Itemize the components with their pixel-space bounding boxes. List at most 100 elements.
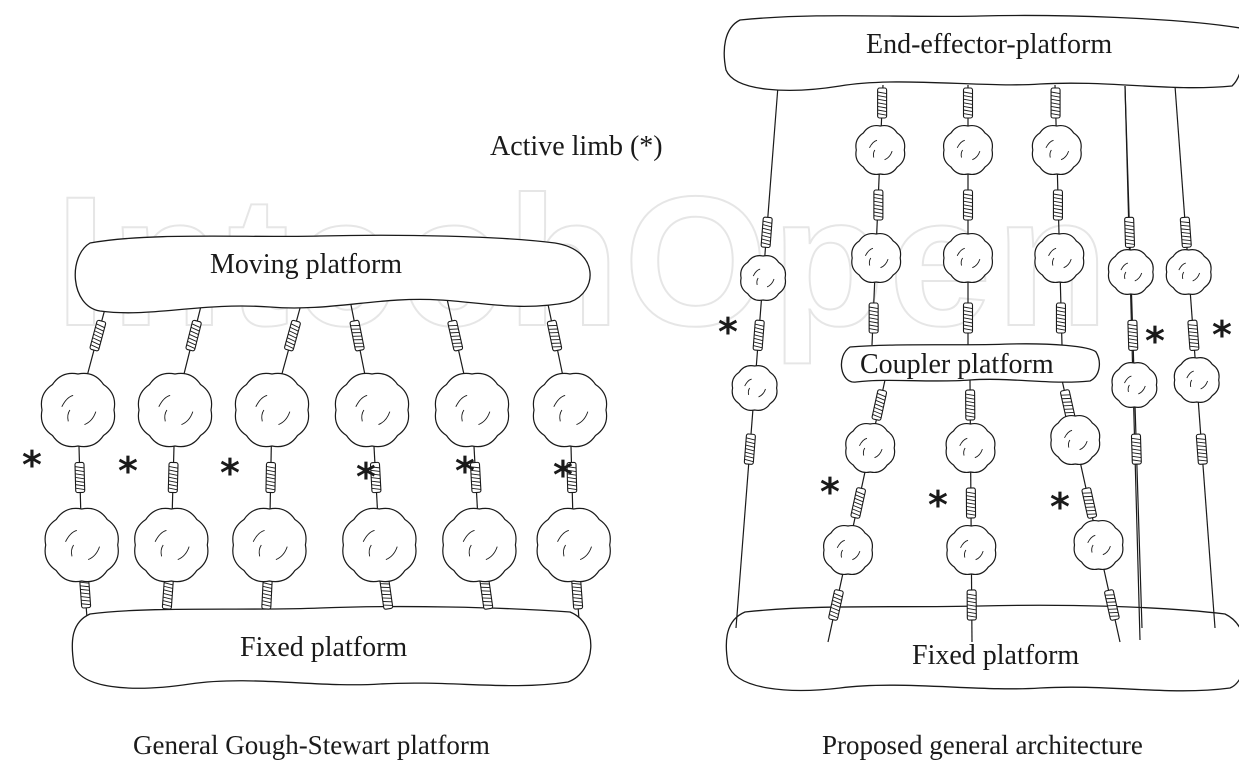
right-inner-2-mid-spring (962, 189, 974, 221)
moving-platform-label: Moving platform (210, 249, 402, 280)
left-limb-5-lower-joint (442, 507, 517, 583)
right-inner-3-active-marker: * (1050, 485, 1070, 529)
right-inner-1-lower-bottom-spring (828, 589, 844, 621)
left-limb-5-lower-spring (479, 578, 494, 610)
right-outer-1-joint-a (740, 255, 787, 301)
right-outer-3-joint-a (1165, 249, 1212, 295)
left-limb-1-lower-joint (44, 507, 119, 583)
left-limb-3-active-marker: * (220, 451, 240, 495)
fixed-platform-label-right: Fixed platform (912, 640, 1079, 671)
left-limb-5-active-actuator (469, 461, 482, 494)
fixed-platform-shape-right (725, 604, 1239, 692)
right-inner-2-lower-bottom-spring (966, 589, 977, 621)
right-outer-1-link (735, 85, 779, 629)
right-diagram-caption: Proposed general architecture (822, 730, 1143, 760)
left-limb-4-lower-spring (379, 578, 394, 610)
left-limb-6-upper-spring (546, 319, 563, 352)
left-limb-6-active-marker: * (553, 453, 573, 497)
right-outer-2-active-actuator (1127, 319, 1139, 351)
right-outer-2-joint-b (1111, 362, 1158, 408)
right-outer-3-joint-b (1173, 357, 1220, 403)
right-inner-1-top-spring (877, 87, 888, 119)
right-inner-2-active-marker: * (928, 483, 948, 527)
right-outer-1-upper-spring (760, 216, 773, 249)
right-inner-1-low-spring (868, 302, 879, 334)
right-outer-3-lower-spring (1195, 433, 1208, 465)
right-outer-1-lower-spring (743, 433, 756, 465)
left-limb-6-upper-joint (532, 372, 608, 448)
left-limb-2-active-marker: * (118, 449, 138, 493)
left-limb-2-upper-joint (137, 372, 213, 448)
right-outer-2-joint-a (1107, 249, 1154, 295)
coupler-platform-label: Coupler platform (860, 349, 1054, 380)
left-diagram: * * * * * * Moving platform Fixed platform Ge… (22, 234, 611, 760)
left-limb-5-upper-spring (447, 319, 464, 352)
right-outer-1-active-actuator (752, 319, 765, 352)
right-inner-2-active-actuator (965, 487, 977, 519)
right-inner-2-upper-joint-a (943, 125, 993, 175)
left-limb-1-upper-joint (40, 372, 116, 448)
right-inner-2-lower-joint-b (946, 525, 997, 575)
right-inner-1-lower-joint-b (823, 525, 873, 575)
right-inner-3-lower-bottom-spring (1104, 589, 1120, 621)
right-inner-1-active-actuator (850, 487, 866, 519)
right-outer-2-lower-spring (1130, 433, 1142, 465)
right-inner-1-lower-top-spring (871, 389, 888, 421)
right-inner-3-lower-joint-b (1073, 520, 1124, 570)
right-inner-1-active-marker: * (820, 470, 840, 514)
left-limb-2-active-actuator (167, 461, 179, 494)
right-outer-3-link (1174, 85, 1216, 629)
left-limb-1-active-marker: * (22, 443, 42, 487)
right-inner-2-low-spring (962, 302, 974, 334)
left-limb-6-lower-spring (571, 578, 584, 610)
right-outer-1-joint-b (731, 365, 778, 411)
right-inner-1-lower-joint-a (845, 423, 896, 473)
right-inner-3-upper-joint-a (1031, 125, 1082, 175)
left-limb-4-lower-joint (342, 507, 417, 583)
right-inner-1-mid-spring (873, 189, 884, 221)
right-inner-3-mid-spring (1052, 189, 1063, 221)
left-limb-4-active-marker: * (356, 455, 376, 499)
coupler-platform-shape (840, 343, 1101, 383)
left-limb-4-active-actuator (369, 461, 382, 494)
left-limb-4-upper-spring (349, 319, 365, 352)
left-limb-1-upper-spring (89, 319, 107, 352)
right-outer-3-upper-spring (1179, 216, 1192, 249)
left-limb-3-active-actuator (265, 461, 277, 494)
fixed-platform-label-left: Fixed platform (240, 632, 407, 663)
right-inner-2-top-spring (962, 87, 974, 119)
right-inner-3-active-actuator (1081, 487, 1098, 519)
left-limb-3-lower-spring (261, 578, 273, 610)
right-diagram: ****** End-effector-platform Coupler pla… (718, 14, 1239, 760)
right-limbs: ****** (718, 87, 1232, 621)
left-limb-6-lower-joint (536, 507, 611, 583)
left-limb-1-active-actuator (74, 461, 86, 494)
left-limb-2-lower-spring (161, 578, 174, 610)
right-outer-1-active-marker: * (718, 310, 738, 354)
left-limb-4-upper-joint (334, 372, 410, 448)
left-limb-5-active-marker: * (455, 449, 475, 493)
left-diagram-caption: General Gough-Stewart platform (133, 730, 490, 760)
right-inner-2-lower-joint-a (945, 423, 996, 473)
left-limb-6-active-actuator (566, 461, 578, 494)
left-limb-3-upper-spring (284, 319, 301, 352)
right-inner-2-lower-top-spring (965, 389, 976, 421)
left-limb-2-lower-joint (134, 507, 209, 583)
left-limb-5-upper-joint (434, 372, 510, 448)
right-outer-3-active-actuator (1187, 319, 1200, 352)
right-inner-3-top-spring (1050, 87, 1061, 119)
end-effector-platform-shape (723, 14, 1239, 91)
right-outer-2-upper-spring (1124, 216, 1136, 248)
left-limb-3-upper-joint (234, 372, 310, 448)
right-inner-3-upper-joint-b (1034, 233, 1085, 283)
right-inner-3-low-spring (1055, 302, 1066, 334)
left-limb-2-upper-spring (185, 319, 202, 352)
right-inner-2-upper-joint-b (943, 233, 993, 283)
right-inner-3-lower-joint-a (1050, 415, 1101, 465)
right-outer-2-active-marker: * (1145, 319, 1165, 363)
right-inner-1-upper-joint-b (851, 233, 902, 283)
right-inner-1-upper-joint-a (855, 125, 906, 175)
left-limbs: * * * * * * (22, 319, 611, 610)
active-limb-legend: Active limb (*) (490, 131, 663, 162)
end-effector-platform-label: End-effector-platform (866, 29, 1112, 60)
